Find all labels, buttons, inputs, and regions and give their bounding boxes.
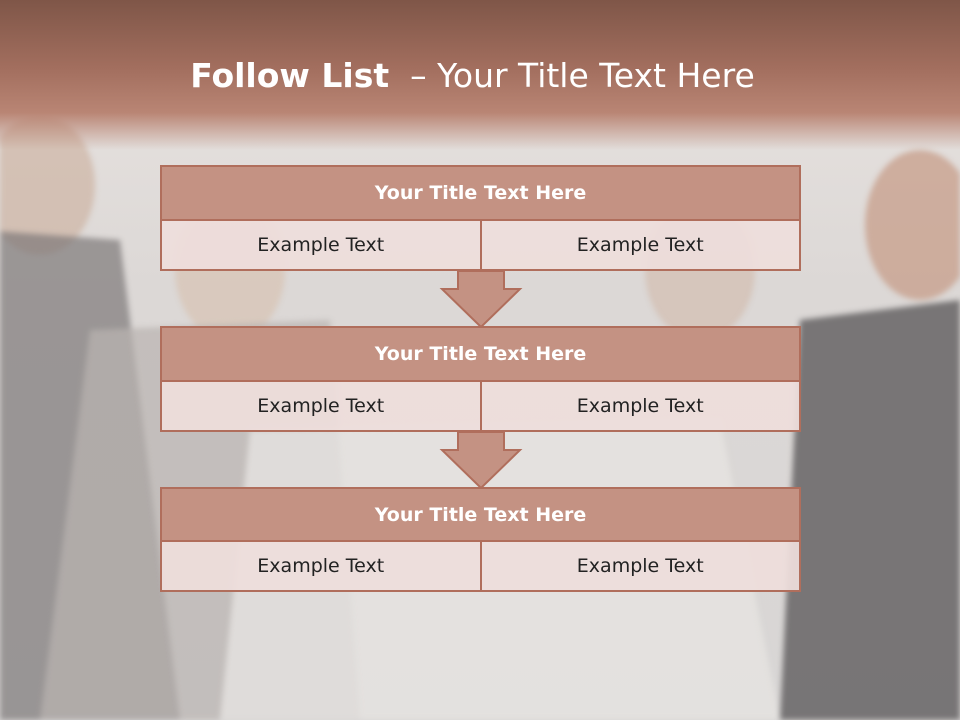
down-arrow-icon <box>439 270 523 329</box>
slide-title-bold: Follow List <box>190 56 390 95</box>
block-right-cell: Example Text <box>481 382 801 432</box>
follow-block-2: Your Title Text Here Example Text Exampl… <box>160 326 801 432</box>
slide-title: Follow List – Your Title Text Here <box>0 56 945 95</box>
follow-block-1: Your Title Text Here Example Text Exampl… <box>160 165 801 271</box>
follow-block-3: Your Title Text Here Example Text Exampl… <box>160 487 801 592</box>
block-title: Your Title Text Here <box>160 165 801 221</box>
slide-title-rest: – Your Title Text Here <box>389 56 755 95</box>
block-left-cell: Example Text <box>160 221 482 271</box>
block-right-cell: Example Text <box>481 542 801 592</box>
title-bar <box>0 0 960 150</box>
block-right-cell: Example Text <box>481 221 801 271</box>
block-title: Your Title Text Here <box>160 487 801 542</box>
down-arrow-icon <box>439 431 523 490</box>
block-left-cell: Example Text <box>160 542 482 592</box>
block-title: Your Title Text Here <box>160 326 801 382</box>
block-left-cell: Example Text <box>160 382 482 432</box>
